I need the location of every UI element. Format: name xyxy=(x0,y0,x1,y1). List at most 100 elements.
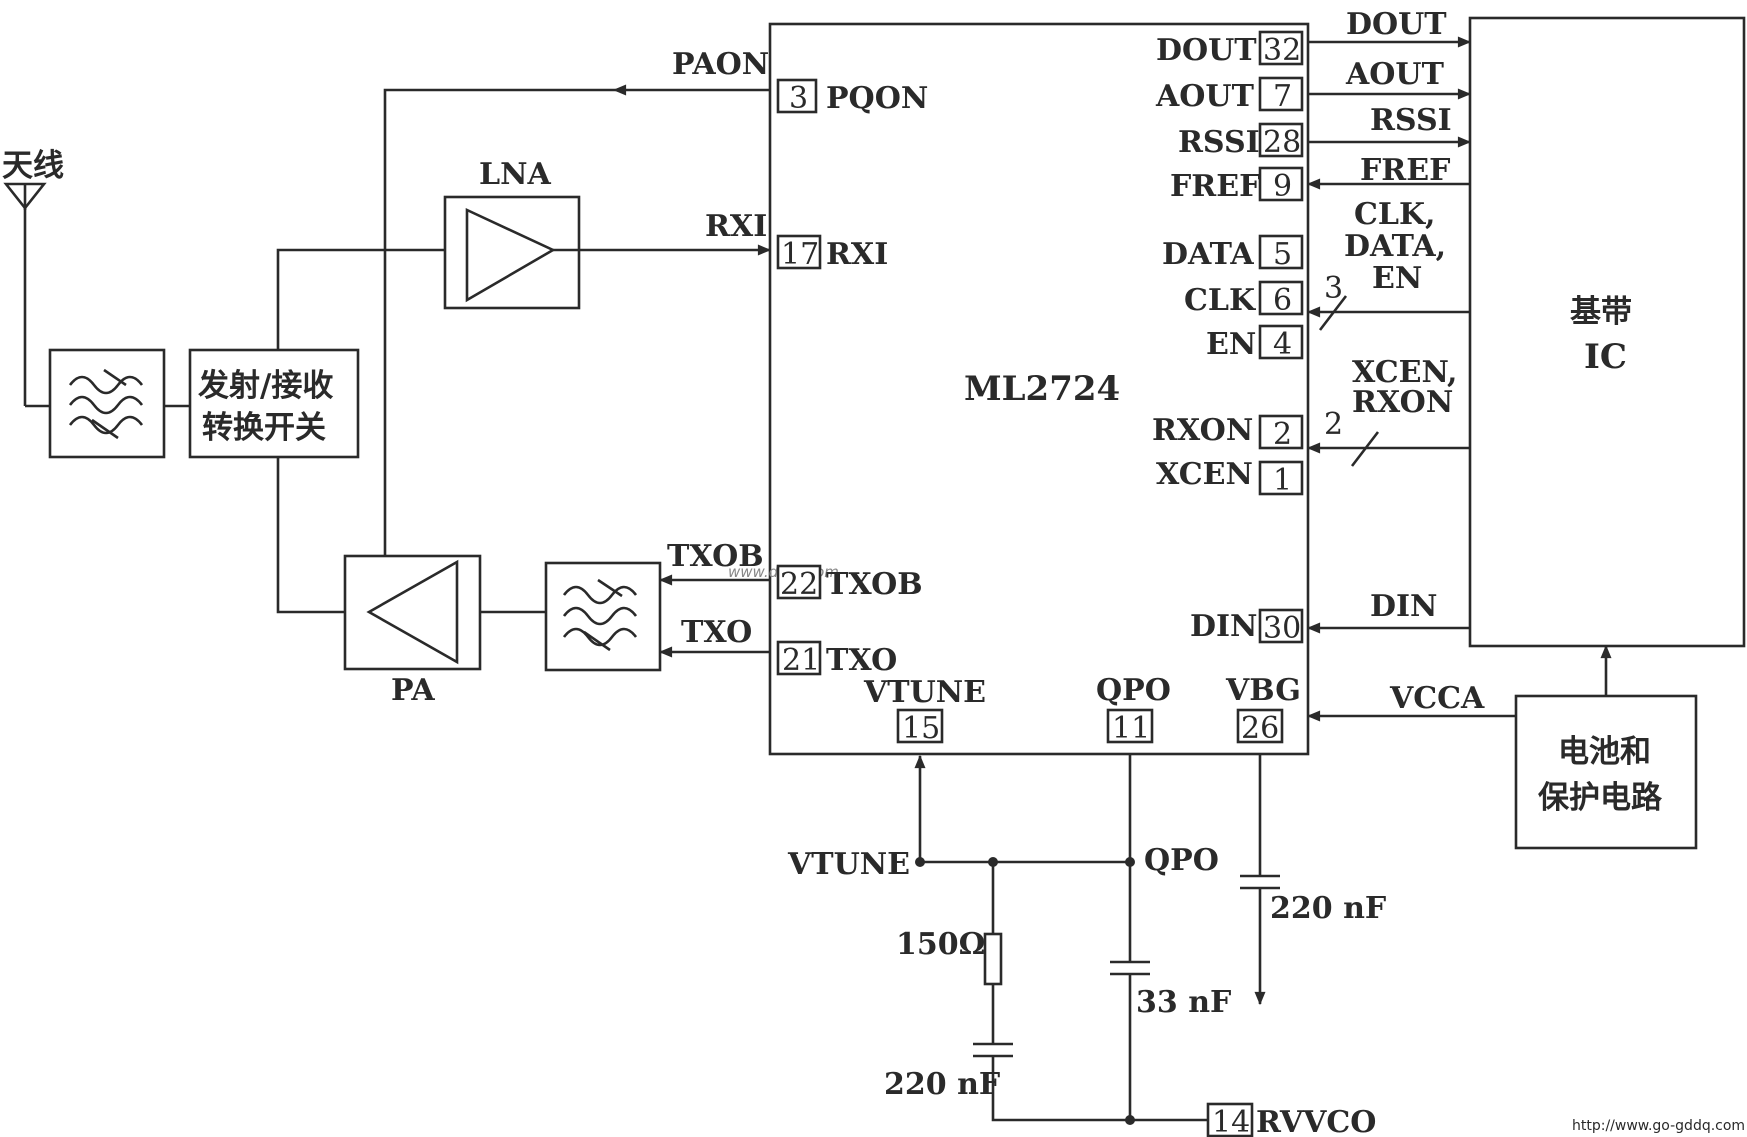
bus-slash-ctrl xyxy=(1318,295,1348,331)
pin-6-name: CLK xyxy=(1184,283,1256,318)
svg-text:4: 4 xyxy=(1273,327,1292,362)
bus-fref-label: FREF xyxy=(1360,153,1450,188)
resistor-150ohm xyxy=(983,932,1003,986)
bus-rssi-label: RSSI xyxy=(1370,103,1452,138)
antenna-filter-block xyxy=(48,348,166,459)
txo-signal-label: TXO xyxy=(681,615,752,650)
resistor-label: 150Ω xyxy=(896,927,985,962)
svg-text:1: 1 xyxy=(1273,463,1292,498)
pin-1: XCEN 1 xyxy=(1156,457,1304,498)
svg-text:22: 22 xyxy=(780,567,818,602)
battery-label-line1: 电池和 xyxy=(1558,734,1651,770)
pin-15: VTUNE 15 xyxy=(863,675,986,746)
antenna-label: 天线 xyxy=(2,148,64,184)
svg-text:9: 9 xyxy=(1273,169,1292,204)
svg-text:15: 15 xyxy=(902,711,940,746)
tx-filter-waves-icon xyxy=(562,578,638,652)
svg-text:11: 11 xyxy=(1112,711,1150,746)
pin-9-name: FREF xyxy=(1170,169,1260,204)
svg-text:5: 5 xyxy=(1273,237,1292,272)
svg-text:30: 30 xyxy=(1263,611,1301,646)
pin-30: DIN 30 xyxy=(1190,608,1304,646)
qpo-node-label: QPO xyxy=(1144,843,1219,878)
pin-2: RXON 2 xyxy=(1152,413,1304,452)
pin-26: VBG 26 xyxy=(1225,673,1301,746)
pin-30-name: DIN xyxy=(1190,609,1257,644)
pa-block xyxy=(343,554,482,671)
cap-220nf-series-label: 220 nF xyxy=(884,1067,1000,1102)
pa-label: PA xyxy=(391,673,435,708)
pin-22-name: TXOB xyxy=(826,567,923,602)
pin-5-name: DATA xyxy=(1162,237,1254,272)
pin-14: 14 RVVCO xyxy=(1206,1102,1376,1137)
svg-text:6: 6 xyxy=(1273,283,1292,318)
lna-amplifier-icon xyxy=(465,207,556,303)
filter-waves-icon xyxy=(68,368,144,440)
pin-3-name: PQON xyxy=(826,81,928,116)
pin-3: 3 PQON xyxy=(776,78,928,116)
battery-label-line2: 保护电路 xyxy=(1538,780,1663,816)
pa-amplifier-icon xyxy=(366,559,459,665)
pin-7-name: AOUT xyxy=(1155,79,1255,114)
svg-text:28: 28 xyxy=(1263,125,1301,160)
svg-text:2: 2 xyxy=(1273,417,1292,452)
pin-1-name: XCEN xyxy=(1156,457,1253,492)
svg-text:17: 17 xyxy=(781,237,819,272)
cap-vbg-label: 220 nF xyxy=(1270,891,1386,926)
pin-4: EN 4 xyxy=(1206,324,1304,362)
txob-signal-label: TXOB xyxy=(667,539,764,574)
ml2724-chip xyxy=(768,22,1310,756)
svg-text:26: 26 xyxy=(1241,711,1279,746)
paon-signal-label: PAON xyxy=(672,47,769,82)
tx-filter-block xyxy=(544,561,662,672)
lna-block xyxy=(443,195,581,310)
pin-17: 17 RXI xyxy=(776,234,888,272)
bus-ctrl-count: 3 xyxy=(1324,271,1343,306)
bus-mode-count: 2 xyxy=(1324,407,1343,442)
rxi-signal-label: RXI xyxy=(705,209,767,244)
pin-26-name: VBG xyxy=(1225,673,1301,708)
baseband-label-ic: IC xyxy=(1584,337,1627,377)
lna-label: LNA xyxy=(479,157,552,192)
vtune-node-label: VTUNE xyxy=(787,847,910,882)
svg-text:21: 21 xyxy=(782,643,820,678)
svg-text:3: 3 xyxy=(789,81,808,116)
pin-21-name: TXO xyxy=(826,643,897,678)
pin-11: QPO 11 xyxy=(1096,673,1171,746)
pin-28-name: RSSI xyxy=(1178,125,1260,160)
bus-din-label: DIN xyxy=(1370,589,1437,624)
pin-5: DATA 5 xyxy=(1162,234,1304,272)
battery-protection-block xyxy=(1514,694,1698,850)
pin-14-name: RVVCO xyxy=(1256,1105,1376,1137)
bus-mode-label-2: RXON xyxy=(1352,385,1453,420)
pin-28: RSSI 28 xyxy=(1178,122,1304,160)
svg-text:14: 14 xyxy=(1212,1105,1250,1137)
bus-aout-label: AOUT xyxy=(1345,57,1445,92)
pin-32-name: DOUT xyxy=(1156,33,1257,68)
bus-ctrl-label-2: DATA, xyxy=(1344,229,1446,264)
bus-ctrl-label-1: CLK, xyxy=(1354,197,1436,232)
source-url: http://www.go-gddq.com xyxy=(1572,1118,1745,1134)
pin-15-name: VTUNE xyxy=(863,675,986,710)
bus-ctrl-label-3: EN xyxy=(1372,261,1422,296)
svg-text:7: 7 xyxy=(1273,79,1292,114)
baseband-label-cn: 基带 xyxy=(1570,294,1632,330)
bus-dout-label: DOUT xyxy=(1346,7,1447,42)
tx-rx-switch-block xyxy=(188,348,360,459)
baseband-ic-block xyxy=(1468,16,1746,648)
pin-17-name: RXI xyxy=(826,237,888,272)
bus-slash-mode xyxy=(1350,431,1380,467)
pin-32: DOUT 32 xyxy=(1156,30,1304,68)
bus-mode-label-1: XCEN, xyxy=(1352,355,1457,390)
chip-name: ML2724 xyxy=(964,369,1120,409)
pin-22: 22 TXOB xyxy=(776,564,923,602)
pin-9: FREF 9 xyxy=(1170,166,1304,204)
pin-6: CLK 6 xyxy=(1184,280,1304,318)
switch-label-line1: 发射/接收 xyxy=(197,368,333,404)
switch-label-line2: 转换开关 xyxy=(202,410,326,446)
pin-7: AOUT 7 xyxy=(1155,76,1304,114)
pin-2-name: RXON xyxy=(1152,413,1253,448)
antenna-icon xyxy=(3,182,50,408)
pin-21: 21 TXO xyxy=(776,640,897,678)
